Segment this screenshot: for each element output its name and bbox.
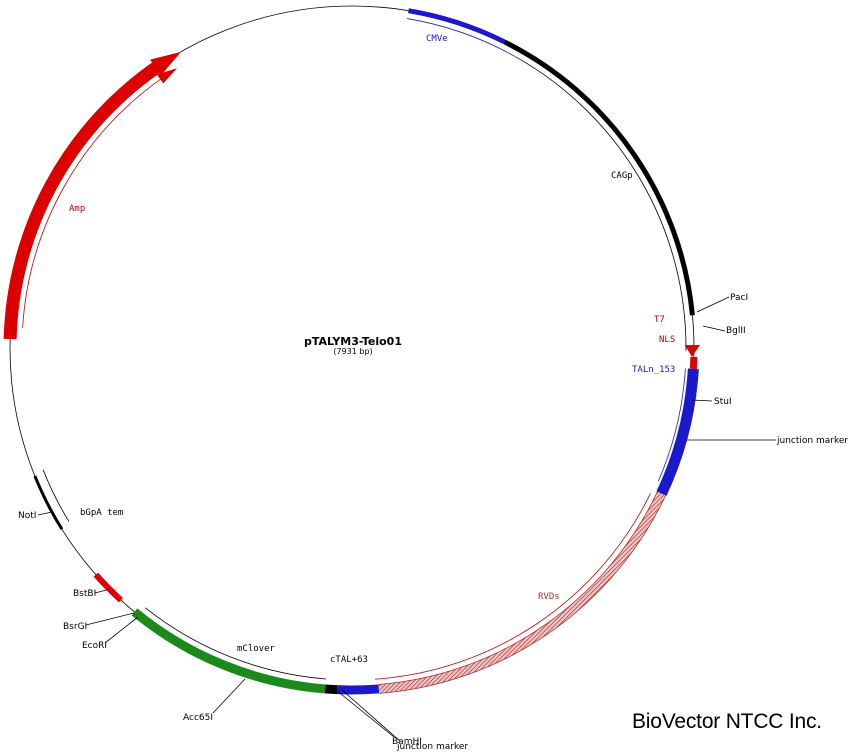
site-label-bamhi: BamHI [392,737,422,747]
site-label-acc65i: Acc65I [183,713,213,723]
site-label-bsrgi: BsrGI [63,622,87,632]
feature-label-cmve: CMVe [426,34,448,44]
site-label-ecori: EcoRI [82,641,107,651]
feature-arc-rvds [378,491,666,694]
amp-arrowhead [150,51,181,76]
site-label-junction-1: junction marker [776,436,848,446]
feature-arc-cagp [503,39,695,316]
feature-arc-bstbi-segment [93,572,123,603]
feature-label-taln: TALn_153 [632,365,675,375]
plasmid-size: (7931 bp) [333,347,372,356]
leader-ecori [104,616,139,644]
feature-arc-bgpa [33,475,64,531]
feature-label-amp: Amp [69,204,85,214]
leader-paci [696,296,730,313]
feature-arc-junction-block [324,684,338,695]
thin-line-mclover [145,607,326,680]
leader-noti [37,511,53,516]
feature-arc-amp [3,60,162,340]
feature-label-ctal: cTAL+63 [330,655,368,665]
thin-line-taln [657,368,686,482]
feature-label-rvds: RVDs [538,592,560,602]
feature-arc-cmve [408,8,506,45]
site-label-noti: NotI [18,511,36,521]
feature-arc-nls [689,356,698,370]
brand-logo-text: BioVector NTCC Inc. [632,710,822,733]
feature-label-bgpa: bGpA tem [80,508,123,518]
thin-line-amp [22,77,163,328]
feature-label-t7: T7 [654,315,665,325]
thin-line-bgpa [42,469,70,522]
leader-junction-2 [341,689,401,742]
leader-stui [691,399,713,402]
feature-label-mclover: mClover [237,644,276,654]
site-label-paci: PacI [730,293,748,303]
leader-bstbi [94,588,111,594]
leader-bsrgi [85,612,135,626]
feature-arc-mclover [131,608,326,694]
thin-line-rvds [375,493,651,680]
site-label-bstbi: BstBI [73,589,96,599]
leader-bglii [702,325,726,332]
feature-arc-rvds-edge-inner [378,491,658,685]
feature-arc-taln [656,368,699,496]
site-label-junction-2: junction marker [396,742,468,752]
leader-acc65i [212,678,246,714]
thin-line-cmve [407,18,517,58]
site-label-stui: StuI [714,397,732,407]
plasmid-name: pTALYM3-Telo01 [304,335,402,348]
leader-bamhi [335,689,395,738]
feature-label-cagp: CAGp [611,171,633,181]
amp-thin-arrowhead [156,68,178,84]
site-label-bglii: BglII [726,326,746,336]
feature-arc-ctal-blue [336,684,380,695]
feature-arc-rvds-edge-outer [379,495,666,694]
feature-label-nls: NLS [659,335,675,345]
t7-arrowhead [684,344,700,357]
thin-line-cagp [516,56,687,351]
